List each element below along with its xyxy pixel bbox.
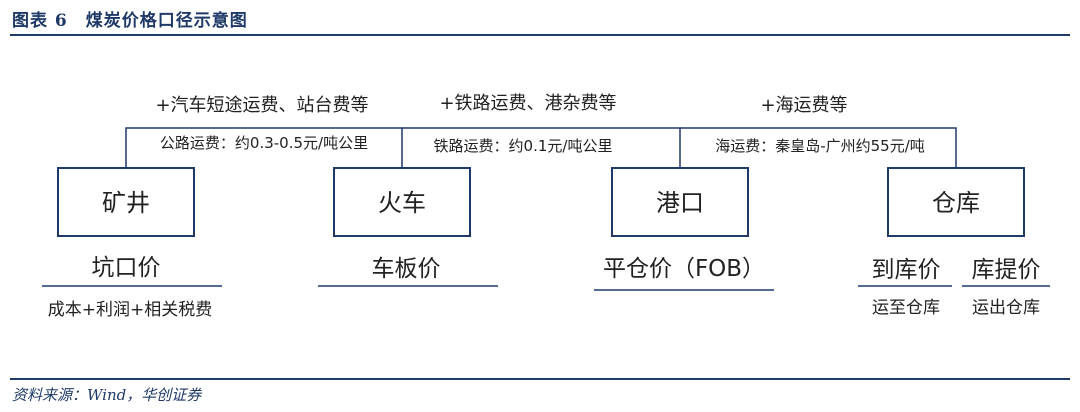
price-label-warehouse-pickup: 库提价 (972, 257, 1041, 283)
added-cost-sea: +海运费等 (760, 95, 847, 116)
price-label-freight-car: 车板价 (372, 256, 441, 282)
connector-mine-train (125, 127, 403, 168)
node-box-warehouse (887, 167, 1025, 237)
added-cost-road: +汽车短途运费、站台费等 (155, 95, 368, 116)
node-label-train: 火车 (378, 189, 426, 217)
freight-rate-rail: 铁路运费：约0.1元/吨公里 (434, 137, 613, 155)
source-note: 资料来源：Wind，华创证券 (12, 386, 202, 404)
added-cost-rail: +铁路运费、港杂费等 (439, 93, 616, 114)
price-note-warehouse-pickup: 运出仓库 (972, 298, 1040, 318)
freight-rate-sea: 海运费：秦皇岛-广州约55元/吨 (715, 137, 925, 155)
connector-lines (42, 127, 1050, 291)
bottom-divider (10, 378, 1070, 380)
price-note-to-warehouse: 运至仓库 (872, 298, 940, 318)
price-label-to-warehouse: 到库价 (872, 257, 941, 283)
price-label-pithead: 坑口价 (92, 255, 161, 281)
node-label-mine: 矿井 (102, 189, 150, 217)
figure-title: 图表 6 煤炭价格口径示意图 (12, 11, 248, 31)
top-divider (10, 34, 1070, 36)
node-box-mine (57, 167, 195, 237)
connector-port-warehouse (680, 127, 957, 168)
node-label-warehouse: 仓库 (932, 189, 980, 217)
node-box-train (333, 167, 471, 237)
node-label-port: 港口 (656, 189, 704, 217)
freight-rate-road: 公路运费：约0.3-0.5元/吨公里 (160, 134, 368, 152)
node-box-port (611, 167, 749, 237)
price-label-fob: 平仓价（FOB） (603, 256, 765, 282)
price-note-pithead: 成本+利润+相关税费 (48, 300, 213, 320)
